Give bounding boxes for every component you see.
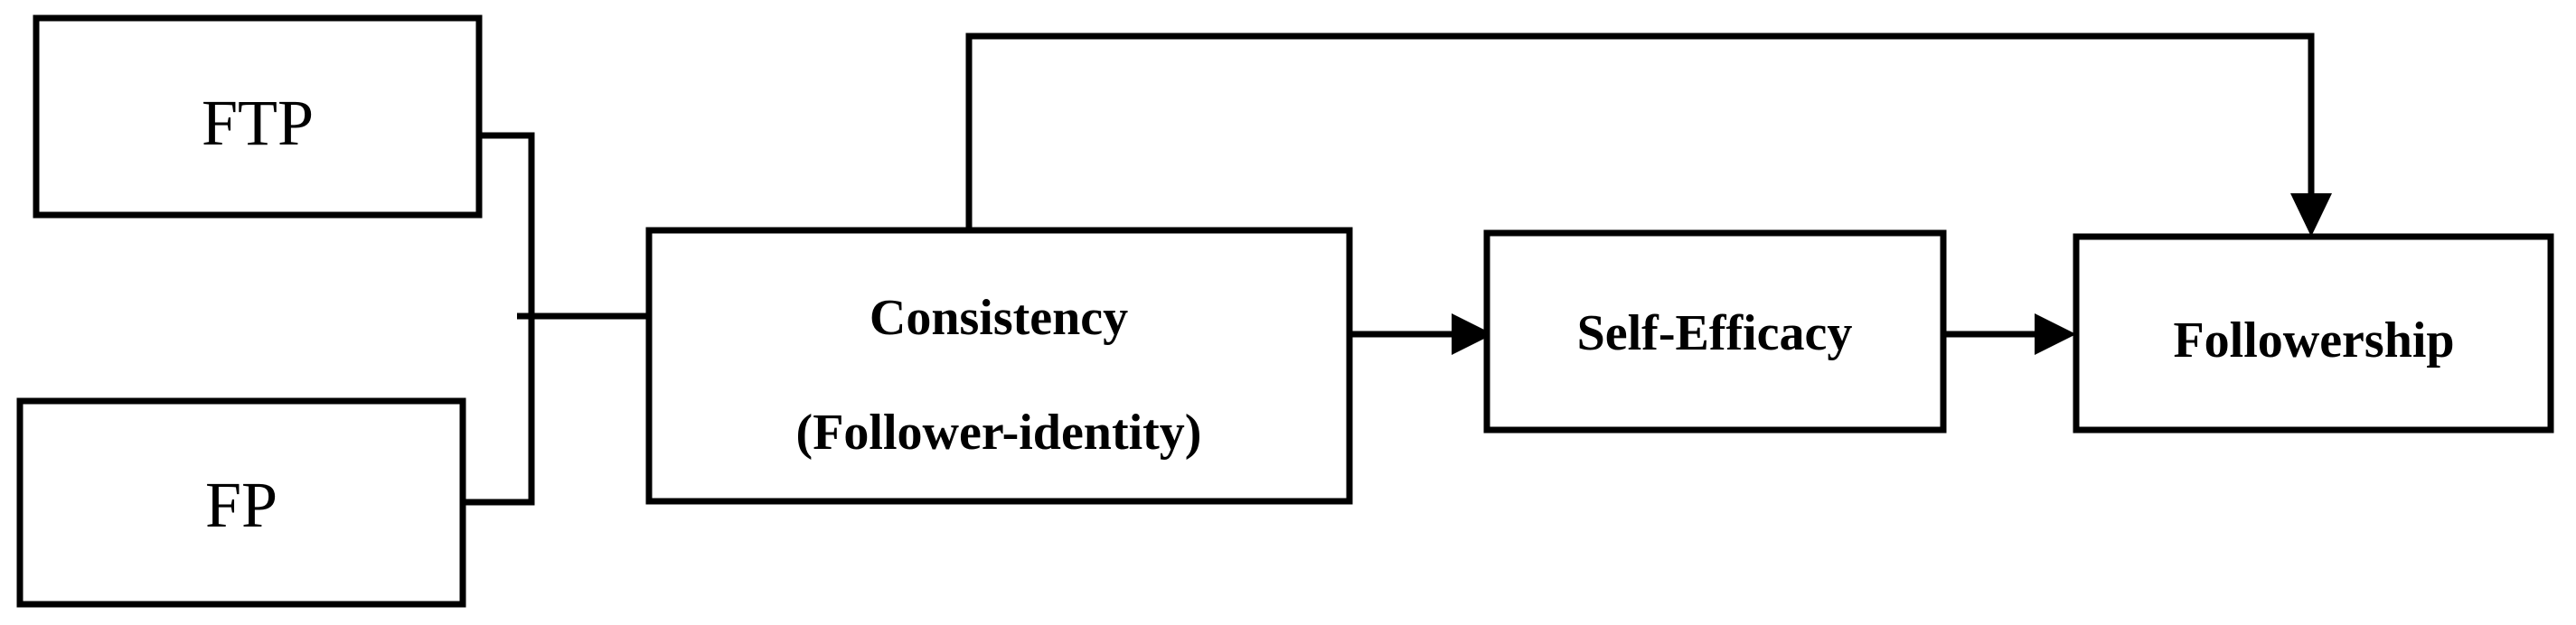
node-consistency-box (645, 227, 1353, 505)
node-fp: FP (16, 397, 466, 608)
edge-ftp-to-junction (479, 132, 535, 316)
arrowhead-self-efficacy (1452, 313, 1493, 355)
node-self-efficacy-label: Self-Efficacy (1577, 305, 1853, 361)
edge-fp-to-junction (463, 316, 535, 506)
node-ftp: FTP (33, 14, 483, 219)
node-followership-label: Followership (2173, 312, 2454, 368)
node-consistency-line1: Consistency (870, 290, 1128, 346)
arrowhead-followership-top (2290, 193, 2332, 237)
node-followership: Followership (2073, 233, 2554, 434)
node-consistency-line2: (Follower-identity) (796, 405, 1202, 461)
arrowhead-followership (2035, 313, 2076, 355)
node-fp-label: FP (205, 469, 277, 541)
edge-consistency-to-followership (965, 33, 2315, 230)
node-self-efficacy-box (1483, 229, 1947, 434)
node-followership-box (2073, 233, 2554, 434)
node-consistency: Consistency (Follower-identity) (645, 227, 1353, 505)
node-self-efficacy: Self-Efficacy (1483, 229, 1947, 434)
node-ftp-label: FTP (202, 87, 314, 159)
node-ftp-box (33, 14, 483, 219)
node-fp-box (16, 397, 466, 608)
